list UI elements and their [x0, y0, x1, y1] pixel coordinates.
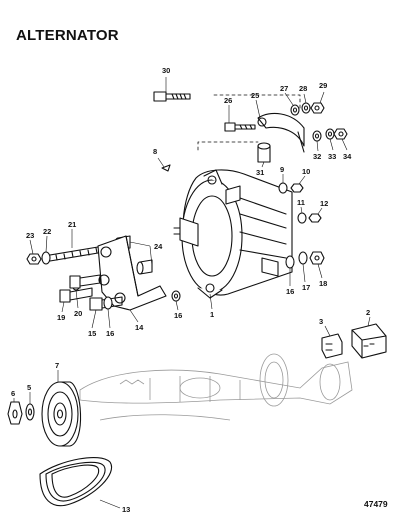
- mounting-bracket-14: [97, 235, 167, 311]
- washer-33: [325, 128, 335, 140]
- bushing-24-lower: [136, 259, 153, 275]
- part-label: 11: [297, 198, 305, 207]
- part-label: 2: [366, 308, 370, 317]
- part-label: 31: [256, 168, 264, 177]
- part-label: 30: [162, 66, 170, 75]
- pulley-7: [41, 381, 82, 447]
- bolt-30: [153, 91, 191, 102]
- leader-lines: [13, 77, 371, 509]
- stud-21: [43, 245, 105, 263]
- page-title: ALTERNATOR: [16, 27, 119, 44]
- part-label: 12: [320, 199, 328, 208]
- nut-12: [308, 213, 322, 223]
- part-label: 10: [302, 167, 310, 176]
- part-label: 22: [43, 227, 51, 236]
- part-label: 23: [26, 231, 34, 240]
- adjusting-bracket-25: [257, 112, 305, 153]
- washer-17: [298, 251, 308, 265]
- washer-16-right: [285, 255, 295, 269]
- regulator-2: [351, 323, 387, 359]
- part-label: 24: [154, 242, 163, 251]
- rotor-stator-faded: [79, 353, 353, 421]
- part-label: 16: [286, 287, 294, 296]
- part-label: 18: [319, 279, 327, 288]
- part-label: 6: [11, 389, 15, 398]
- part-label: 25: [251, 91, 259, 100]
- part-label: 17: [302, 283, 310, 292]
- part-label: 1: [210, 310, 214, 319]
- washer-28: [301, 102, 311, 114]
- washer-32: [312, 130, 322, 142]
- part-label: 9: [280, 165, 284, 174]
- part-label: 15: [88, 329, 96, 338]
- bolt-19: [59, 287, 93, 303]
- part-label: 14: [135, 323, 144, 332]
- part-label: 34: [343, 152, 352, 161]
- part-labels: 30 26 25 27 28 29 8 32 33 34 31 9 10 11 …: [11, 66, 370, 514]
- nut-29: [310, 102, 325, 114]
- washer-5: [25, 403, 35, 421]
- spacer-31: [257, 142, 271, 163]
- drive-belt-13: [39, 457, 113, 507]
- part-label: 33: [328, 152, 336, 161]
- figure-number: 47479: [364, 499, 388, 509]
- washer-16-left: [103, 296, 113, 310]
- nut-34: [333, 128, 348, 140]
- washer-27: [290, 104, 300, 116]
- part-label: 16: [174, 311, 182, 320]
- washer-9: [278, 182, 288, 194]
- alignment-line-upper: [213, 94, 301, 111]
- alignment-line-middle: [197, 141, 259, 151]
- bolt-20: [69, 274, 101, 289]
- part-label: 3: [319, 317, 323, 326]
- part-label: 29: [319, 81, 327, 90]
- alternator-assembly-1: [173, 169, 293, 299]
- part-label: 32: [313, 152, 321, 161]
- part-label: 7: [55, 361, 59, 370]
- washer-16-center: [171, 290, 181, 302]
- part-label: 16: [106, 329, 114, 338]
- nut-23: [26, 253, 42, 265]
- clip-8: [161, 164, 171, 172]
- bolt-15: [89, 296, 123, 311]
- part-label: 5: [27, 383, 31, 392]
- nut-10: [290, 183, 304, 193]
- washer-22: [41, 251, 51, 265]
- nut-18: [309, 251, 325, 265]
- part-label: 8: [153, 147, 157, 156]
- part-label: 28: [299, 84, 307, 93]
- bolt-26: [224, 122, 256, 132]
- part-label: 20: [74, 309, 82, 318]
- part-label: 19: [57, 313, 65, 322]
- part-label: 27: [280, 84, 288, 93]
- part-label: 21: [68, 220, 76, 229]
- nut-6: [7, 401, 23, 425]
- part-label: 26: [224, 96, 232, 105]
- part-label: 13: [122, 505, 130, 514]
- brush-holder-3: [321, 333, 343, 359]
- washer-11: [297, 212, 307, 224]
